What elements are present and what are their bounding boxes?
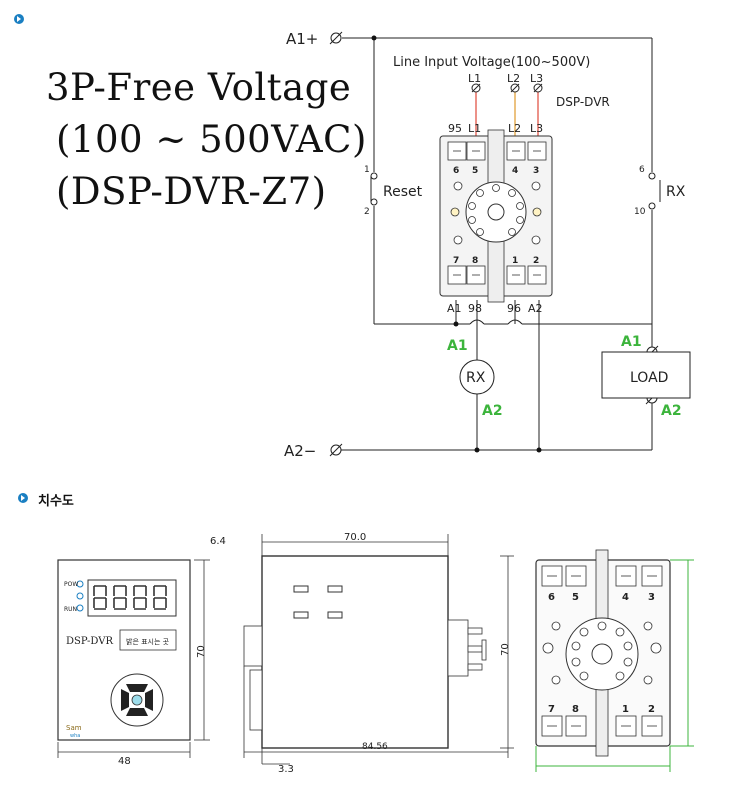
l3-label: L3 xyxy=(530,72,543,85)
reset-label: Reset xyxy=(383,184,423,200)
load-box xyxy=(601,351,691,399)
line-input-label: Line Input Voltage(100~500V) xyxy=(393,55,590,70)
front-pow-label: POW xyxy=(64,581,78,588)
top-num-4: 4 xyxy=(512,166,518,176)
side-dim-3-3: 3.3 xyxy=(278,764,294,775)
l2-label: L2 xyxy=(507,72,520,85)
top-num-6: 6 xyxy=(453,166,459,176)
socket-body xyxy=(439,129,553,303)
socket-top-5: 5 xyxy=(572,592,579,603)
side-dim-6-4: 6.4 xyxy=(210,536,226,547)
front-label-box: 밝은 표시는 곳 xyxy=(126,637,170,646)
socket-view xyxy=(535,549,694,772)
dimension-drawings: POW RUN DSP-DVR 밝은 표시는 곳 Sam wha 48 70 6… xyxy=(57,532,694,775)
load-a1-label: A1 xyxy=(621,334,642,350)
front-brand: Sam xyxy=(66,724,82,732)
front-width-dim: 48 xyxy=(118,756,131,767)
rx-coil xyxy=(459,359,495,395)
top-term-95: 95 xyxy=(448,122,462,135)
title-line-1: 3P-Free Voltage xyxy=(46,66,352,109)
rx-pin-10: 10 xyxy=(634,207,646,217)
socket-top-3: 3 xyxy=(648,592,655,603)
bottom-num-7: 7 xyxy=(453,256,459,266)
side-dim-70: 70 xyxy=(500,643,511,656)
bullet-icon xyxy=(14,14,24,24)
socket-top-6: 6 xyxy=(548,592,555,603)
front-view xyxy=(57,559,210,758)
front-run-label: RUN xyxy=(64,606,77,613)
rx-a2-label: A2 xyxy=(482,403,503,419)
socket-bottom-2: 2 xyxy=(648,704,655,715)
a1-plus-label: A1+ xyxy=(286,30,318,48)
bullet-icon xyxy=(18,493,28,503)
socket-bottom-7: 7 xyxy=(548,704,555,715)
side-dim-70-0: 70.0 xyxy=(344,532,366,543)
a2-minus-label: A2− xyxy=(284,442,316,460)
top-num-3: 3 xyxy=(533,166,539,176)
front-brand-2: wha xyxy=(70,733,80,739)
bottom-num-2: 2 xyxy=(533,256,539,266)
top-term-l1: L1 xyxy=(468,122,481,135)
reset-pin-1: 1 xyxy=(364,165,370,175)
socket-bottom-8: 8 xyxy=(572,704,579,715)
title-line-2: (100 ~ 500VAC) xyxy=(56,118,367,161)
top-num-5: 5 xyxy=(472,166,478,176)
title-line-3: (DSP-DVR-Z7) xyxy=(56,170,327,213)
rx-coil-label: RX xyxy=(466,370,486,386)
l1-label: L1 xyxy=(468,72,481,85)
load-a2-label: A2 xyxy=(661,403,682,419)
wiring-diagram: A1+ A2− Line Input Voltage(100~500V) DSP… xyxy=(284,30,691,460)
bottom-num-1: 1 xyxy=(512,256,518,266)
section-title-dimensions: 치수도 xyxy=(38,494,74,509)
top-term-l2: L2 xyxy=(508,122,521,135)
socket-top-4: 4 xyxy=(622,592,629,603)
socket-bottom-1: 1 xyxy=(622,704,629,715)
reset-pin-2: 2 xyxy=(364,207,370,217)
side-dim-84-56: 84.56 xyxy=(362,742,388,752)
top-term-l3: L3 xyxy=(530,122,543,135)
rx-pin-6: 6 xyxy=(639,165,645,175)
rx-contact-label: RX xyxy=(666,184,686,200)
junction-dots xyxy=(371,35,542,453)
bottom-term-96: 96 xyxy=(507,302,521,315)
model-label: DSP-DVR xyxy=(556,95,610,109)
bottom-term-a1: A1 xyxy=(447,302,462,315)
side-view xyxy=(243,534,514,765)
rx-a1-label: A1 xyxy=(447,338,468,354)
bottom-num-8: 8 xyxy=(472,256,478,266)
bottom-term-a2: A2 xyxy=(528,302,543,315)
load-label: LOAD xyxy=(630,370,668,386)
bottom-term-98: 98 xyxy=(468,302,482,315)
seven-seg-display xyxy=(93,585,167,610)
front-height-dim: 70 xyxy=(196,645,207,658)
front-model-label: DSP-DVR xyxy=(66,636,113,647)
